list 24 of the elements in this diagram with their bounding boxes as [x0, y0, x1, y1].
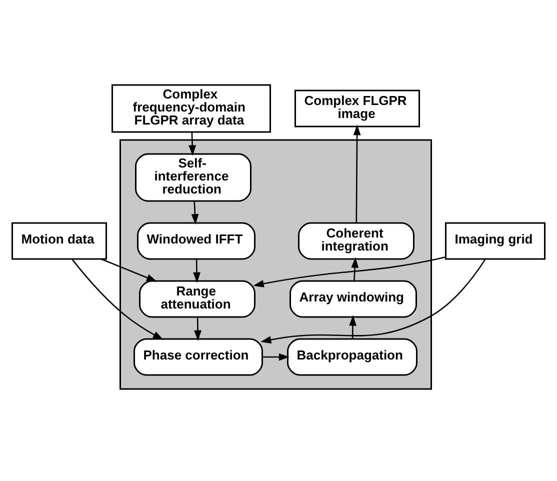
- node-box: Windowed IFFT: [137, 222, 256, 260]
- arrow: [253, 256, 446, 287]
- node-box: Phase correction: [134, 338, 263, 376]
- arrow: [194, 316, 202, 340]
- arrow: [351, 256, 359, 281]
- arrow: [101, 258, 158, 282]
- arrow: [349, 314, 356, 339]
- node-box: Self-interference reduction: [135, 152, 252, 202]
- arrow: [193, 258, 200, 282]
- node-box: Motion data: [12, 222, 107, 260]
- arrow: [191, 200, 199, 224]
- arrow: [353, 124, 361, 222]
- node-box: Coherent integration: [298, 222, 414, 260]
- node-box: Complex FLGPR image: [294, 89, 420, 127]
- node-box: Array windowing: [290, 280, 417, 318]
- arrow: [260, 258, 486, 343]
- arrow: [262, 352, 290, 360]
- arrow: [72, 258, 164, 340]
- node-box: Complex frequency-domain FLGPR array data: [112, 84, 271, 132]
- arrow: [188, 132, 196, 156]
- node-box: Range attenuation: [139, 280, 256, 318]
- cluster: [120, 138, 432, 390]
- node-box: Imaging grid: [445, 222, 546, 260]
- node-box: Backpropagation: [287, 338, 418, 376]
